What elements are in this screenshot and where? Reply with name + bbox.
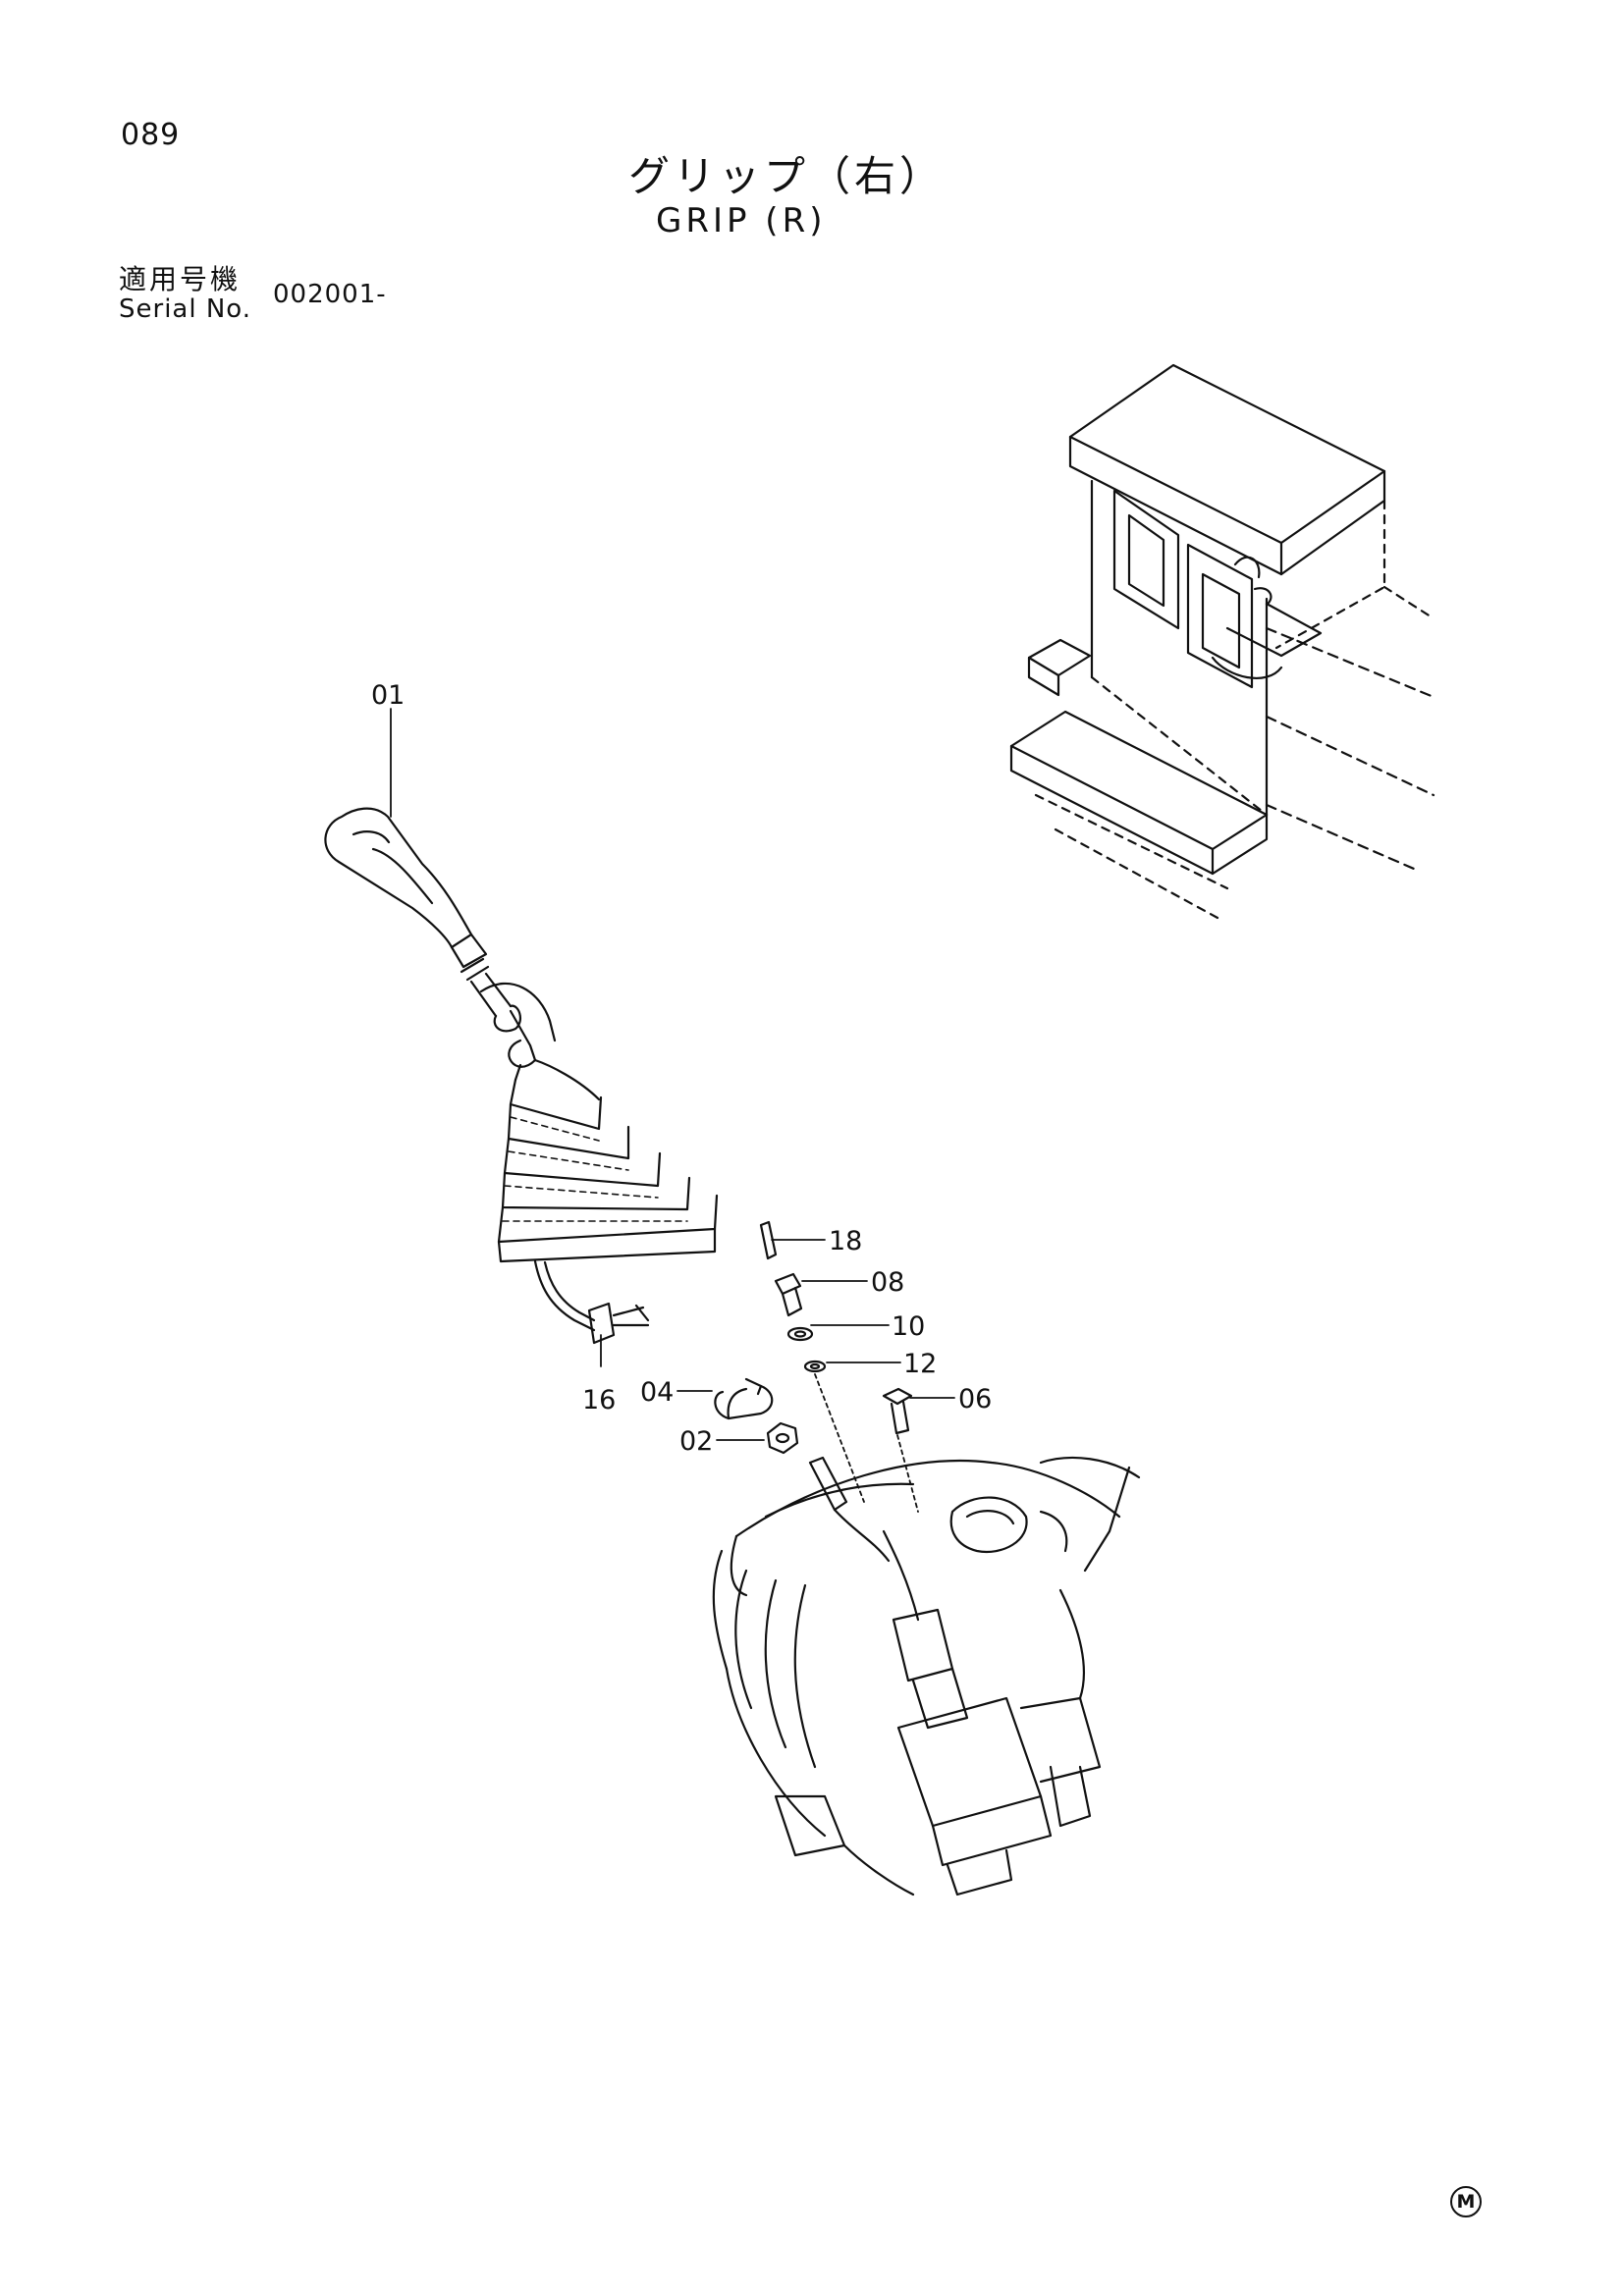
hardware-parts <box>714 1220 913 1455</box>
page-title-jp: グリップ（右） <box>628 152 946 200</box>
grip-lever-icon <box>324 807 522 1033</box>
callout-08: 08 <box>871 1267 904 1298</box>
serial-label-en: Serial No. <box>119 294 251 324</box>
callout-labels: 01 02 04 06 08 10 12 16 18 <box>371 680 992 1457</box>
serial-value: 002001- <box>273 280 387 309</box>
callout-06: 06 <box>958 1384 992 1415</box>
callout-04: 04 <box>640 1377 674 1408</box>
callout-18: 18 <box>829 1226 862 1256</box>
control-valve-icon <box>712 1456 1141 1896</box>
callout-12: 12 <box>903 1349 937 1379</box>
serial-label-jp: 適用号機 <box>119 263 242 295</box>
boot-icon <box>479 982 719 1345</box>
callout-10: 10 <box>892 1311 925 1342</box>
cab-location-icon <box>1009 363 1435 920</box>
corner-mark: M <box>1450 2186 1482 2217</box>
callout-16: 16 <box>582 1385 616 1415</box>
page-number: 089 <box>121 118 181 152</box>
callout-02: 02 <box>679 1426 713 1457</box>
callout-01: 01 <box>371 680 405 711</box>
page-title-en: GRIP (R) <box>656 201 827 240</box>
leader-lines <box>390 708 955 1513</box>
